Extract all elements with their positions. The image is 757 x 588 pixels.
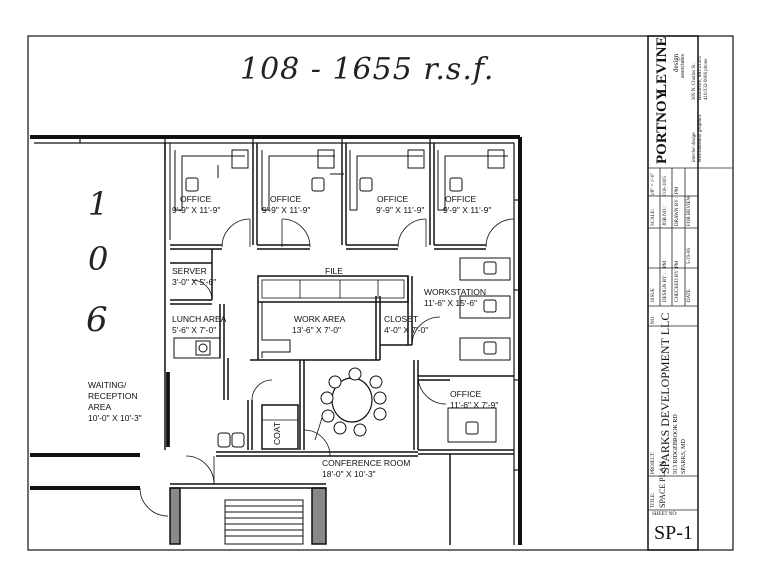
workstation-chair: [483, 299, 497, 313]
drawn-by-label: DRAWN BY :: [675, 196, 680, 226]
room-conference-name: CONFERENCE ROOM: [322, 458, 411, 468]
room-office-4-dim: 9'-9" X 11'-9": [443, 205, 492, 215]
firm-sub-design: design: [672, 53, 680, 72]
sheet-border: [27, 35, 734, 551]
designed-by-label: DESIGN BY :: [663, 273, 668, 302]
room-lunch-dim: 5'-6" X 7'-0": [172, 325, 217, 335]
room-office-3-dim: 9'-9" X 11'-9": [376, 205, 425, 215]
firm-tagline: interior design: [692, 132, 697, 162]
reception-chairs: [217, 432, 245, 448]
drawn-by-value: PM: [675, 186, 680, 194]
firm-address: Baltimore, MD 21201: [698, 55, 703, 100]
no-header: NO.: [651, 315, 656, 324]
firm-name-levine: LEVINE: [654, 36, 670, 94]
room-closet-dim: 4'-0" X 7'-0": [384, 325, 429, 335]
room-office-3-name: OFFICE: [377, 194, 409, 204]
room-office-1-name: OFFICE: [180, 194, 212, 204]
scale-label: SCALE:: [651, 208, 656, 226]
job-value: C00-1005: [663, 176, 668, 196]
date-value: 5-19-06: [687, 248, 692, 264]
room-office-5-dim: 11'-6" X 7'-9": [450, 400, 499, 410]
project-label: PROJECT:: [651, 451, 656, 474]
workstation-chair: [483, 261, 497, 275]
sheet-number-label: SHEET NO:: [652, 512, 678, 517]
handwritten-suite-digit: 0: [88, 240, 109, 278]
room-closet-name: CLOSET: [384, 314, 419, 324]
room-office-2-name: OFFICE: [270, 194, 302, 204]
drawing-title-label: TITLE:: [651, 492, 656, 508]
office-chair: [449, 177, 463, 192]
office-chair: [465, 421, 479, 435]
conference-chairs: [320, 367, 387, 437]
issue-value: FOR REVIEW: [687, 195, 692, 226]
room-office-2-dim: 9'-9" X 11'-9": [262, 205, 311, 215]
room-server-dim: 3'-0" X 5'-6": [172, 277, 217, 287]
firm-address: 410/332-9006 phone: [704, 58, 709, 100]
stairs: [224, 499, 304, 545]
checked-by-value: PM: [675, 260, 680, 268]
drawing-title: SPACE PLAN: [658, 460, 667, 508]
firm-name-portnoy: PORTNOY: [654, 89, 670, 164]
room-workstation-dim: 11'-6" X 15'-6": [424, 298, 478, 308]
floor-plan: [30, 135, 522, 545]
room-work-area-name: WORK AREA: [294, 314, 346, 324]
firm-sub-associates: associates: [680, 54, 686, 78]
room-waiting-name: AREA: [88, 402, 112, 412]
date-header: DATE: [687, 289, 692, 302]
project-address: SPARKS, MD: [681, 439, 687, 474]
title-block-lines: [648, 167, 733, 550]
issue-header: ISSUE: [651, 288, 656, 302]
room-waiting-name: RECEPTION: [88, 391, 138, 401]
room-work-area-dim: 13'-6" X 7'-0": [292, 325, 341, 335]
office-chair: [359, 177, 373, 192]
handwritten-suite-digit: 1: [88, 185, 109, 223]
room-file-name: FILE: [325, 266, 343, 276]
project-name: SPARKS DEVELOPMENT LLC: [658, 312, 672, 474]
office-chair: [311, 177, 325, 192]
room-office-4-name: OFFICE: [445, 194, 477, 204]
checked-by-label: CHECKED BY :: [675, 267, 680, 302]
firm-address: 309 N. Charles St.: [692, 63, 697, 100]
room-coat-name: COAT: [272, 422, 282, 445]
room-office-5-name: OFFICE: [450, 389, 482, 399]
room-waiting-name: WAITING/: [88, 380, 127, 390]
handwritten-suite-digit: 6: [86, 300, 108, 340]
project-address: 913 RIDGEBROOK RD: [673, 414, 679, 474]
handwritten-area-note: 108 - 1655 r.s.f.: [240, 52, 495, 87]
room-conference-dim: 18'-0" X 10'-3": [322, 469, 376, 479]
scale-value: 1/8" = 1'-0": [651, 172, 656, 196]
exterior-walls: [30, 135, 522, 545]
workstation-chair: [483, 341, 497, 355]
office-chair: [185, 177, 199, 192]
room-waiting-dim: 10'-0" X 10'-3": [88, 413, 142, 423]
firm-tagline: environmental graphics: [698, 114, 703, 162]
sheet-number: SP-1: [654, 522, 693, 544]
room-office-1-dim: 9'-9" X 11'-9": [172, 205, 221, 215]
job-label: JOB NO.:: [663, 205, 668, 226]
room-lunch-name: LUNCH AREA: [172, 314, 227, 324]
room-workstation-name: WORKSTATION: [424, 287, 487, 297]
designed-by-value: PM: [663, 260, 668, 268]
room-server-name: SERVER: [172, 266, 207, 276]
